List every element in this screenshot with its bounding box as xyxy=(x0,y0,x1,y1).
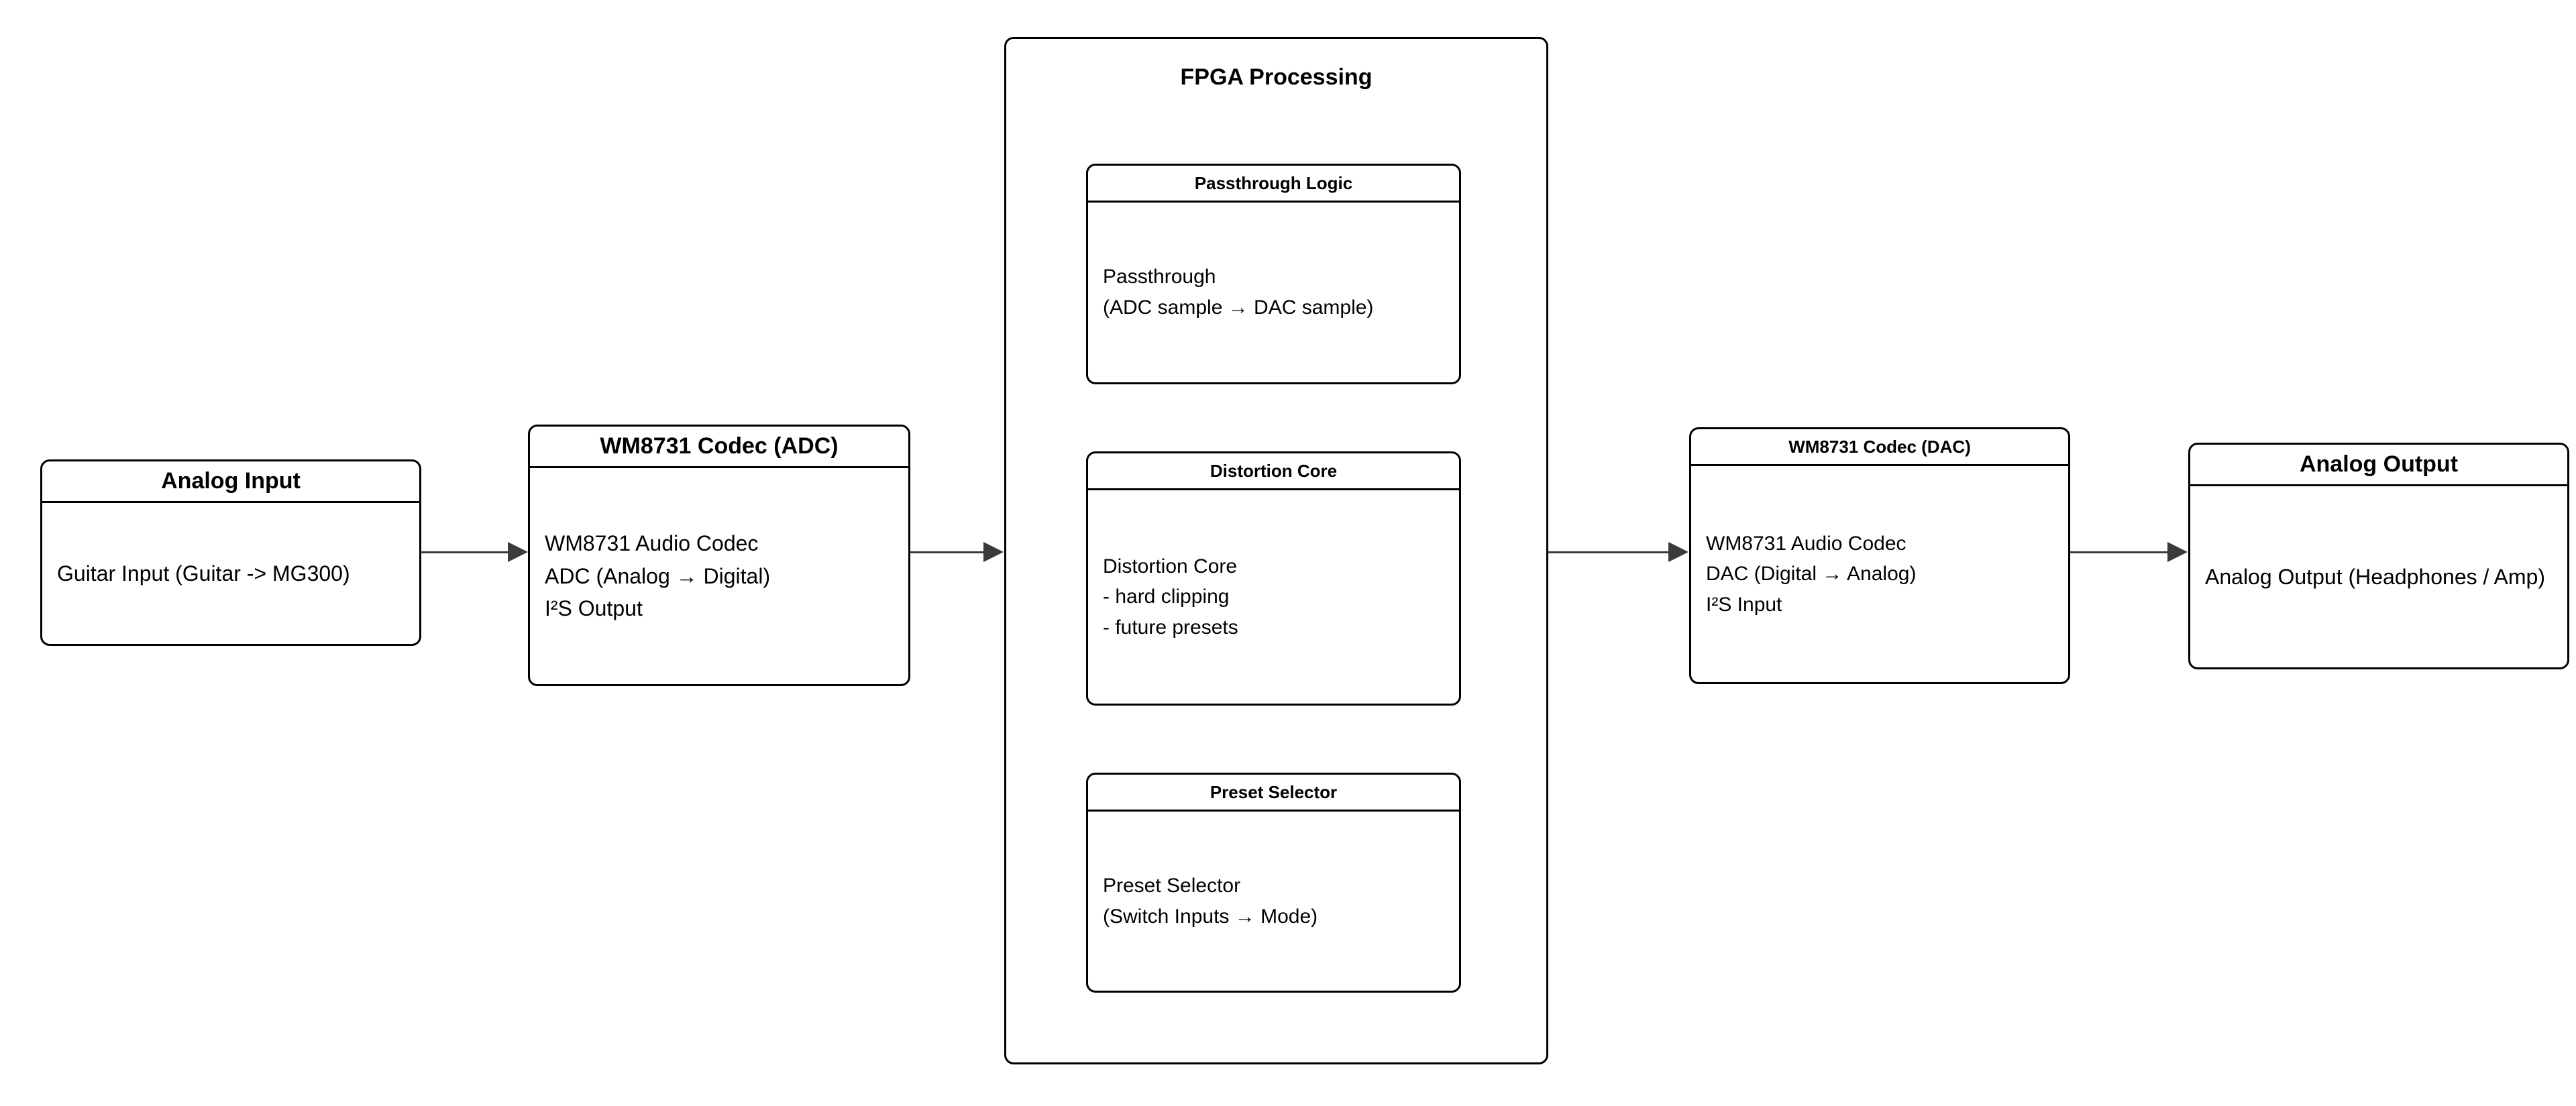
edge-fpga-to-dac-line xyxy=(1548,551,1670,553)
edge-adc-to-fpga-arrowhead xyxy=(983,542,1004,562)
node-preset-selector[interactable]: Preset Selector Preset Selector (Switch … xyxy=(1086,773,1461,993)
node-codec-adc-body: WM8731 Audio Codec ADC (Analog → Digital… xyxy=(530,468,908,684)
edge-dac-to-output-arrowhead xyxy=(2167,542,2188,562)
edge-fpga-to-dac-arrowhead xyxy=(1668,542,1688,562)
node-passthrough-logic-title: Passthrough Logic xyxy=(1088,166,1459,203)
node-distortion-core-title: Distortion Core xyxy=(1088,453,1459,490)
node-passthrough-logic[interactable]: Passthrough Logic Passthrough (ADC sampl… xyxy=(1086,164,1461,384)
node-passthrough-logic-body: Passthrough (ADC sample → DAC sample) xyxy=(1088,203,1459,382)
edge-dac-to-output-line xyxy=(2070,551,2169,553)
node-analog-input-body: Guitar Input (Guitar -> MG300) xyxy=(42,503,419,644)
node-codec-adc[interactable]: WM8731 Codec (ADC) WM8731 Audio Codec AD… xyxy=(528,425,910,686)
node-codec-dac-body-text: WM8731 Audio Codec DAC (Digital → Analog… xyxy=(1706,532,1917,616)
node-distortion-core-body-text: Distortion Core - hard clipping - future… xyxy=(1103,555,1238,639)
node-analog-input-title: Analog Input xyxy=(42,461,419,503)
edge-input-to-adc-line xyxy=(421,551,510,553)
node-codec-dac-title: WM8731 Codec (DAC) xyxy=(1691,429,2068,466)
node-analog-output-body-text: Analog Output (Headphones / Amp) xyxy=(2205,564,2545,589)
container-fpga-processing-title: FPGA Processing xyxy=(1180,64,1373,90)
edge-adc-to-fpga-line xyxy=(910,551,985,553)
node-codec-adc-body-text: WM8731 Audio Codec ADC (Analog → Digital… xyxy=(545,531,771,621)
node-codec-dac-body: WM8731 Audio Codec DAC (Digital → Analog… xyxy=(1691,466,2068,682)
node-analog-output[interactable]: Analog Output Analog Output (Headphones … xyxy=(2188,443,2569,669)
node-distortion-core-body: Distortion Core - hard clipping - future… xyxy=(1088,490,1459,704)
node-analog-output-title: Analog Output xyxy=(2190,445,2567,486)
node-codec-adc-title: WM8731 Codec (ADC) xyxy=(530,427,908,468)
node-preset-selector-title: Preset Selector xyxy=(1088,775,1459,812)
node-analog-input[interactable]: Analog Input Guitar Input (Guitar -> MG3… xyxy=(40,459,421,646)
node-codec-dac[interactable]: WM8731 Codec (DAC) WM8731 Audio Codec DA… xyxy=(1689,427,2070,684)
node-analog-input-body-text: Guitar Input (Guitar -> MG300) xyxy=(57,561,350,586)
edge-input-to-adc-arrowhead xyxy=(508,542,528,562)
node-analog-output-body: Analog Output (Headphones / Amp) xyxy=(2190,486,2567,667)
node-preset-selector-body: Preset Selector (Switch Inputs → Mode) xyxy=(1088,812,1459,991)
node-distortion-core[interactable]: Distortion Core Distortion Core - hard c… xyxy=(1086,451,1461,706)
node-preset-selector-body-text: Preset Selector (Switch Inputs → Mode) xyxy=(1103,874,1318,928)
node-passthrough-logic-body-text: Passthrough (ADC sample → DAC sample) xyxy=(1103,266,1374,319)
